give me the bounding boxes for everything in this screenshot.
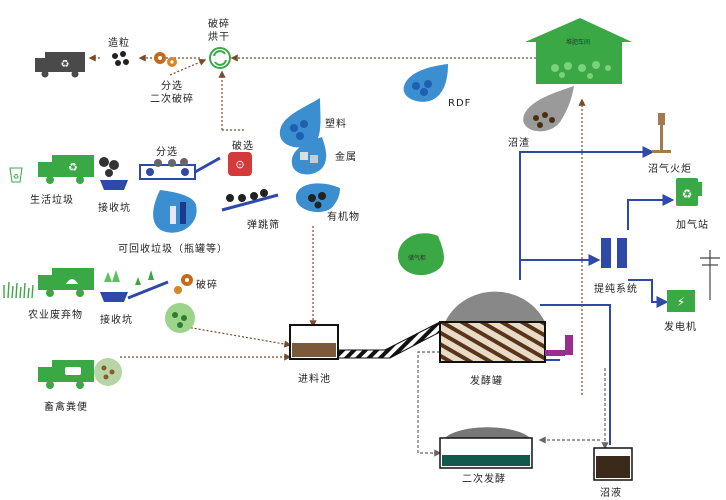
- label-receiving-pit-1: 接收坑: [98, 203, 131, 214]
- gas-pipes: [519, 146, 675, 445]
- truck-icon: [38, 360, 94, 389]
- trash-bin-icon: ♻: [9, 167, 23, 183]
- fermenter-tank: [439, 321, 573, 363]
- shredded-ag-circle: [165, 303, 195, 333]
- digestate-drop: [523, 86, 574, 132]
- recycle-icon: [209, 47, 231, 69]
- label-secondary-fermentation: 二次发酵: [462, 474, 506, 485]
- label-organics: 有机物: [327, 212, 360, 223]
- feed-pit: [289, 324, 339, 360]
- label-recyclables: 可回收垃圾（瓶罐等）: [118, 244, 228, 255]
- truck-icon: ♻: [38, 155, 94, 184]
- secondary-fermenter: [439, 427, 533, 469]
- label-sort-secondary-crush: 分选 二次破碎: [150, 81, 194, 105]
- receiving-pit: [100, 270, 128, 302]
- flow-lines: [88, 54, 586, 395]
- label-digestate-liquid: 沼液: [600, 488, 622, 499]
- label-receiving-pit-2: 接收坑: [100, 315, 133, 326]
- label-agri-waste: 农业废弃物: [28, 310, 83, 321]
- flare-icon: [652, 113, 671, 153]
- pellet-icon: [112, 51, 129, 66]
- organic-drop: [295, 183, 340, 213]
- label-compost-workshop: 堆肥车间: [566, 39, 591, 46]
- label-household-waste: 生活垃圾: [30, 195, 74, 206]
- rdf-drop: [403, 64, 448, 102]
- liquid-tank: [593, 447, 633, 481]
- label-gas-station: 加气站: [676, 220, 709, 231]
- magnet-separator: ⊙: [228, 152, 252, 176]
- label-metal: 金属: [335, 152, 357, 163]
- truck-icon: ♻: [35, 52, 85, 78]
- svg-text:♻: ♻: [68, 161, 78, 174]
- svg-text:⊙: ⊙: [235, 158, 244, 171]
- svg-text:⚡: ⚡: [677, 295, 685, 309]
- label-flare: 沼气火炬: [648, 164, 692, 175]
- label-fermenter: 发酵罐: [470, 376, 503, 387]
- gear-icon: [99, 157, 119, 177]
- label-purification: 提纯系统: [594, 284, 638, 295]
- receiving-pit: [100, 180, 128, 190]
- svg-text:♻: ♻: [61, 59, 70, 70]
- fuel-pump-icon: ♻: [676, 178, 702, 206]
- power-pole-icon: [700, 250, 720, 300]
- manure-circle: [94, 358, 122, 386]
- label-breaker: 破选: [232, 141, 254, 152]
- label-rdf: RDF: [448, 98, 472, 109]
- label-sort: 分选: [156, 147, 178, 158]
- generator-icon: ⚡: [667, 290, 695, 312]
- liquid-lines: [417, 351, 609, 457]
- shred-belt: [127, 270, 169, 300]
- label-digestate-solid: 沼渣: [508, 138, 530, 149]
- label-gas-holder: 储气柜: [408, 255, 427, 262]
- label-manure: 畜禽粪便: [44, 402, 88, 413]
- plastic-drop: [279, 98, 321, 148]
- label-ballistic-screen: 弹跳筛: [247, 220, 280, 231]
- metal-drop: [291, 137, 327, 175]
- purifier-icon: [601, 238, 627, 268]
- sorting-belt: [139, 156, 221, 180]
- label-feed-pit: 进料池: [298, 374, 331, 385]
- label-crush: 破碎: [196, 280, 218, 291]
- label-pelletize: 造粒: [108, 38, 130, 49]
- recyclable-drop: [153, 190, 197, 233]
- grass-icon: [3, 281, 34, 299]
- svg-text:♻: ♻: [13, 173, 19, 181]
- label-crush-dry: 破碎 烘干: [208, 19, 230, 43]
- gear-icon: [154, 52, 177, 67]
- label-plastic: 塑料: [325, 119, 347, 130]
- gas-holder: [398, 233, 545, 322]
- gear-icon: [174, 274, 193, 294]
- compost-building: [525, 18, 632, 84]
- label-generator: 发电机: [664, 322, 697, 333]
- truck-icon: [38, 268, 94, 297]
- ballistic-screen: [221, 189, 279, 212]
- svg-text:♻: ♻: [682, 187, 693, 201]
